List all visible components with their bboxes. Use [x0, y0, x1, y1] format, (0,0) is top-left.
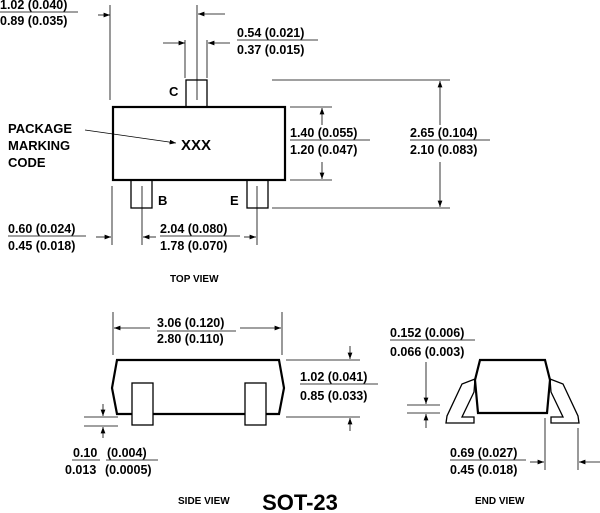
- lead-thickness-min: 0.066 (0.003): [390, 345, 464, 359]
- pin-c-label: C: [169, 84, 179, 99]
- pin-pitch-min: 1.78 (0.070): [160, 239, 227, 253]
- standoff-max-in: (0.004): [107, 446, 147, 460]
- side-view-label: SIDE VIEW: [178, 496, 230, 507]
- side-view: 3.06 (0.120) 2.80 (0.110) 1.02 (0.041) 0…: [65, 312, 378, 507]
- standoff-max-mm: 0.10: [73, 446, 97, 460]
- pin-pitch-max: 2.04 (0.080): [160, 222, 227, 236]
- lead-offset-max: 1.02 (0.040): [0, 0, 67, 12]
- pin-e-label: E: [230, 193, 239, 208]
- body-length-min: 2.80 (0.110): [157, 332, 224, 346]
- marking-label-1: PACKAGE: [8, 121, 72, 136]
- lead-offset-min: 0.89 (0.035): [0, 14, 67, 28]
- top-view: 1.02 (0.040) 0.89 (0.035) 0.54 (0.021) 0…: [0, 0, 490, 285]
- package-title: SOT-23: [262, 490, 338, 513]
- side-lead-right: [244, 382, 267, 426]
- side-body: [110, 358, 286, 416]
- overall-width-min: 2.10 (0.083): [410, 143, 477, 157]
- lead-thickness-max: 0.152 (0.006): [390, 326, 464, 340]
- end-view-label: END VIEW: [475, 496, 525, 507]
- pin-c-lead: [185, 79, 208, 109]
- pin-b-label: B: [158, 193, 167, 208]
- lead-edge-min: 0.45 (0.018): [8, 239, 75, 253]
- overall-width-max: 2.65 (0.104): [410, 126, 477, 140]
- top-body: [111, 105, 287, 182]
- marking-label-2: MARKING: [8, 138, 70, 153]
- foot-length-min: 0.45 (0.018): [450, 463, 517, 477]
- body-height-min: 0.85 (0.033): [300, 389, 367, 403]
- body-width-min: 1.20 (0.047): [290, 143, 357, 157]
- lead-width-max: 0.54 (0.021): [237, 26, 304, 40]
- standoff-min-mm: 0.013: [65, 463, 96, 477]
- marking-code: XXX: [181, 137, 211, 154]
- side-lead-left: [131, 382, 154, 426]
- foot-length-max: 0.69 (0.027): [450, 446, 517, 460]
- end-lead-right: [549, 378, 580, 424]
- pin-b-lead: [130, 179, 153, 209]
- end-lead-left: [445, 378, 476, 424]
- standoff-min-in: (0.0005): [105, 463, 152, 477]
- marking-label-3: CODE: [8, 155, 46, 170]
- end-body: [473, 358, 552, 415]
- body-height-max: 1.02 (0.041): [300, 370, 367, 384]
- top-view-label: TOP VIEW: [170, 274, 219, 285]
- end-view: 0.152 (0.006) 0.066 (0.003) 0.69 (0.027)…: [390, 326, 600, 507]
- lead-width-min: 0.37 (0.015): [237, 43, 304, 57]
- pin-e-lead: [246, 179, 269, 209]
- body-length-max: 3.06 (0.120): [157, 316, 224, 330]
- lead-edge-max: 0.60 (0.024): [8, 222, 75, 236]
- body-width-max: 1.40 (0.055): [290, 126, 357, 140]
